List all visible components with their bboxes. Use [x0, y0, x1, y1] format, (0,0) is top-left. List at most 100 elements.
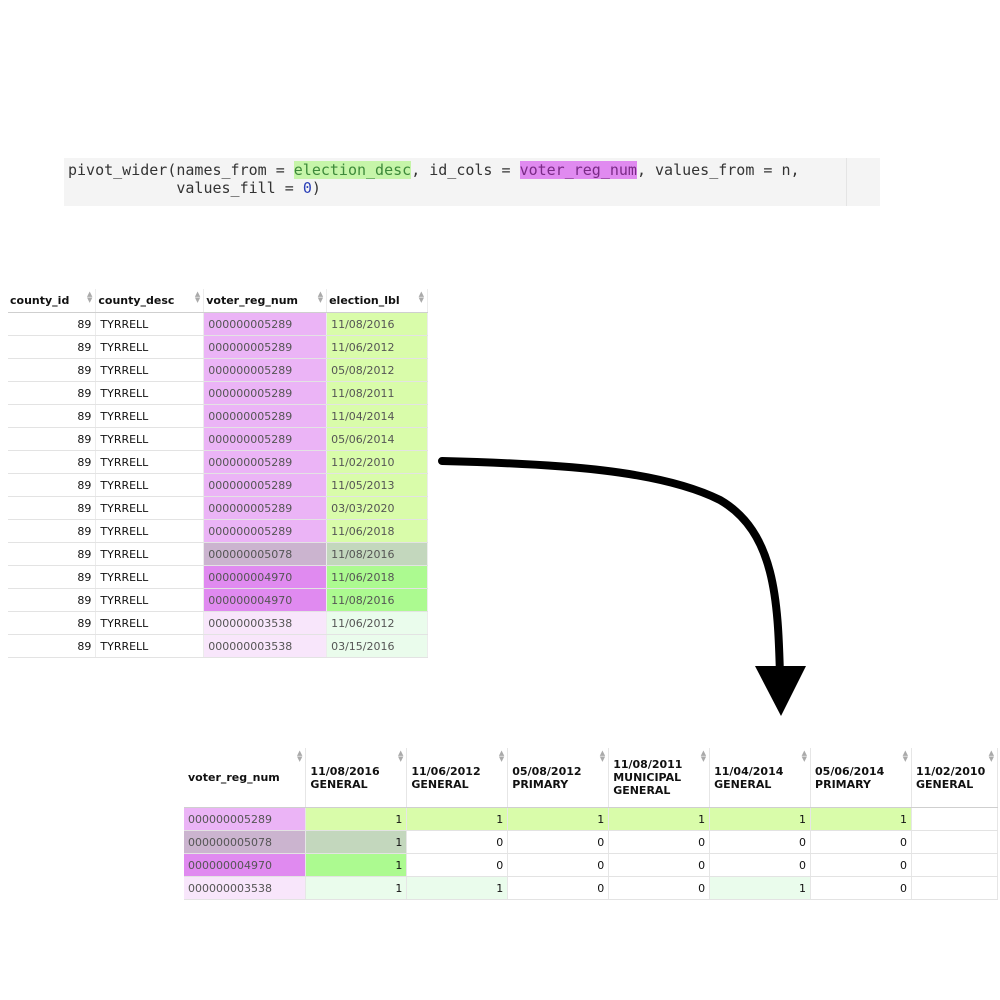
column-header-label: voter_reg_num	[188, 771, 280, 784]
arrow-shaft	[438, 457, 784, 680]
column-header-election-lbl[interactable]: election_lbl ▲▼	[326, 289, 428, 313]
sort-icon[interactable]: ▲▼	[317, 290, 324, 304]
county-desc-cell: TYRRELL	[95, 358, 205, 382]
sort-icon[interactable]: ▲▼	[988, 749, 994, 763]
county-desc-cell: TYRRELL	[95, 588, 205, 612]
column-header-label: county_id	[10, 294, 70, 307]
sort-icon[interactable]: ▲▼	[498, 749, 505, 763]
county-desc-cell: TYRRELL	[95, 312, 205, 336]
column-header-label: PRIMARY	[512, 777, 569, 791]
county-desc-cell: TYRRELL	[95, 496, 205, 520]
election-lbl-cell: 11/08/2011	[326, 381, 428, 405]
column-header-label: county_desc	[98, 294, 175, 307]
sort-icon[interactable]: ▲▼	[599, 749, 606, 763]
sort-icon[interactable]: ▲▼	[801, 749, 808, 763]
sort-icon[interactable]: ▲▼	[700, 749, 707, 763]
long-table: county_id▲▼county_desc▲▼voter_reg_num▲▼e…	[8, 289, 428, 658]
arrow-head	[755, 666, 806, 716]
column-header-label: PRIMARY	[815, 777, 871, 791]
election-lbl-cell: 11/08/2016	[326, 542, 428, 566]
voter-reg-num-cell: 000000005289	[203, 450, 328, 474]
long-table-header: county_id▲▼county_desc▲▼voter_reg_num▲▼e…	[8, 289, 428, 313]
column-header-label: GENERAL	[714, 777, 772, 791]
value-cell: 0	[608, 853, 711, 877]
county-id-cell: 89	[8, 519, 97, 543]
election-lbl-cell: 11/04/2014	[326, 404, 428, 428]
column-header-label: 05/08/2012	[512, 764, 582, 778]
value-cell	[911, 807, 999, 831]
county-desc-cell: TYRRELL	[95, 404, 205, 428]
voter-reg-num-cell: 000000005289	[203, 335, 328, 359]
voter-reg-num-cell: 000000005289	[203, 312, 328, 336]
code-text: )	[311, 179, 321, 197]
county-id-cell: 89	[8, 542, 97, 566]
voter-reg-num-cell: 000000005289	[203, 473, 328, 497]
voter-reg-num-cell: 000000005078	[203, 542, 328, 566]
column-header-label: voter_reg_num	[206, 294, 298, 307]
code-text: , values_from = n,	[636, 161, 800, 179]
sort-icon[interactable]: ▲▼	[194, 290, 201, 304]
column-header-label: GENERAL	[613, 784, 671, 797]
value-cell: 1	[305, 830, 408, 854]
election-lbl-cell: 11/06/2012	[326, 335, 428, 359]
voter-reg-num-cell: 000000005289	[203, 358, 328, 382]
value-cell: 1	[608, 807, 711, 831]
id-cols-highlight: voter_reg_num	[519, 161, 637, 179]
sort-icon[interactable]: ▲▼	[86, 290, 93, 304]
voter-reg-num-cell: 000000003538	[203, 634, 328, 658]
county-id-cell: 89	[8, 335, 97, 359]
election-lbl-cell: 11/06/2018	[326, 565, 428, 589]
value-cell: 0	[608, 876, 711, 900]
column-header-label: 11/02/2010	[915, 764, 986, 778]
county-id-cell: 89	[8, 588, 97, 612]
column-header-voter-reg-num[interactable]: voter_reg_num ▲▼	[203, 289, 328, 313]
voter-reg-num-cell: 000000005289	[203, 381, 328, 405]
voter-reg-num-cell: 000000004970	[184, 853, 307, 877]
county-id-cell: 89	[8, 496, 97, 520]
value-cell: 1	[709, 876, 812, 900]
column-header-county-desc[interactable]: county_desc ▲▼	[95, 289, 205, 313]
county-id-cell: 89	[8, 358, 97, 382]
value-cell: 0	[709, 830, 812, 854]
column-header-label: 11/04/2014	[714, 764, 784, 778]
column-header-county-id[interactable]: county_id ▲▼	[8, 289, 97, 313]
fill-value: 0	[302, 179, 312, 197]
sort-icon[interactable]: ▲▼	[902, 749, 908, 763]
election-lbl-cell: 03/15/2016	[326, 634, 428, 658]
voter-reg-num-cell: 000000003538	[203, 611, 328, 635]
election-lbl-cell: 11/08/2016	[326, 588, 428, 612]
voter-reg-num-cell: 000000005289	[203, 404, 328, 428]
column-header-label: GENERAL	[915, 777, 974, 791]
value-cell	[911, 830, 999, 854]
county-id-cell: 89	[8, 312, 97, 336]
column-header-label: election_lbl	[329, 294, 400, 307]
value-cell	[911, 876, 999, 900]
code-line-2: values_fill = 0)	[68, 179, 321, 197]
sort-icon[interactable]: ▲▼	[297, 749, 303, 763]
value-cell: 1	[709, 807, 812, 831]
column-header-label: 05/06/2014	[815, 764, 885, 778]
sort-icon[interactable]: ▲▼	[397, 749, 404, 763]
voter-reg-num-cell: 000000005289	[184, 807, 307, 831]
column-header-voter-reg-num[interactable]: voter_reg_num ▲▼	[184, 748, 307, 808]
sort-icon[interactable]: ▲▼	[418, 290, 424, 304]
column-header-label: GENERAL	[310, 777, 368, 791]
